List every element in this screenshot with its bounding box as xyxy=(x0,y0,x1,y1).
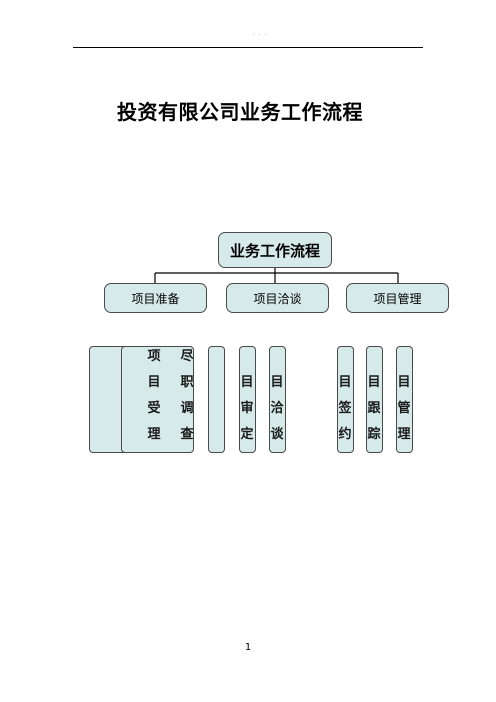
step-label-review: 目 审 定 xyxy=(240,375,254,442)
step-node-due-diligence xyxy=(121,346,194,453)
phase-node-label: 项目管理 xyxy=(373,291,422,306)
step-label-negotiation: 目 洽 谈 xyxy=(270,375,284,442)
step-node-blank xyxy=(208,346,225,453)
step-node-management xyxy=(396,346,413,453)
root-node: 业务工作流程 xyxy=(218,232,332,268)
phase-node-label: 项目洽谈 xyxy=(253,291,302,306)
step-label-due-diligence: 尽 职 调 查 xyxy=(180,349,194,442)
step-label-signing: 目 签 约 xyxy=(338,375,352,442)
step-label-management: 目 管 理 xyxy=(397,375,411,442)
phase-node-manage: 项目管理 xyxy=(346,283,449,313)
step-node-signing xyxy=(337,346,354,453)
header-marks: . . . xyxy=(252,30,268,37)
phase-node-label: 项目准备 xyxy=(131,291,180,306)
step-node-review xyxy=(239,346,256,453)
root-node-label: 业务工作流程 xyxy=(229,241,320,260)
step-label-tracking: 目 跟 踪 xyxy=(367,375,381,442)
header-rule xyxy=(73,47,423,48)
step-label-project-intake: 项 目 受 理 xyxy=(147,349,161,442)
page-number: 1 xyxy=(244,642,252,653)
phase-node-negotiate: 项目洽谈 xyxy=(226,283,329,313)
phase-node-prepare: 项目准备 xyxy=(104,283,207,313)
step-node-tracking xyxy=(366,346,383,453)
step-node-negotiation xyxy=(269,346,286,453)
document-title: 投资有限公司业务工作流程 xyxy=(117,100,363,124)
